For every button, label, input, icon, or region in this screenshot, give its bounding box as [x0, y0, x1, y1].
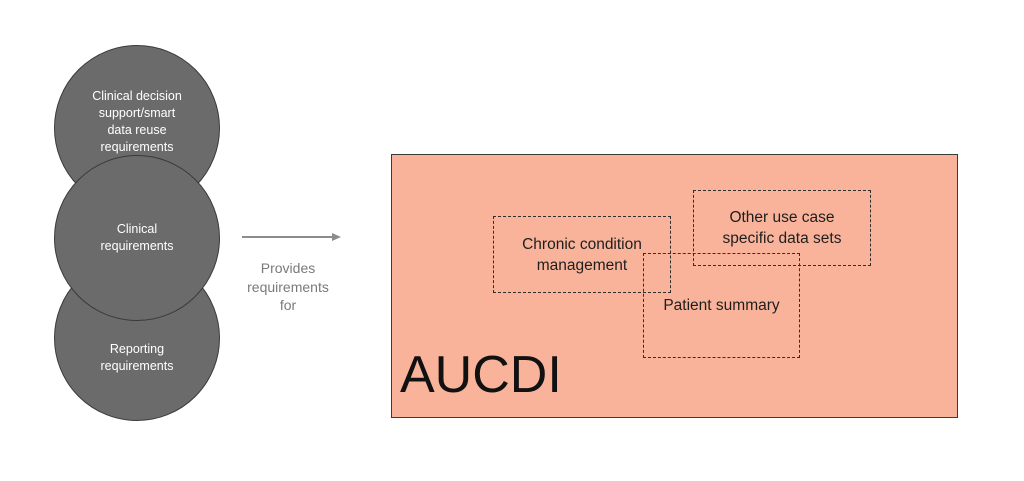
reporting-requirements-label: Reporting requirements — [100, 342, 174, 373]
other-use-case-label: Other use case specific data sets — [722, 209, 842, 247]
patient-summary-box: Patient summary — [643, 253, 800, 358]
aucdi-box: Chronic condition management Other use c… — [391, 154, 958, 418]
chronic-condition-management-label: Chronic condition management — [522, 235, 642, 274]
clinical-decision-support-label: Clinical decision support/smart data reu… — [92, 89, 182, 154]
provides-arrow — [242, 233, 341, 241]
clinical-requirements-circle: Clinical requirements — [54, 155, 220, 321]
clinical-requirements-label: Clinical requirements — [100, 222, 174, 253]
patient-summary-label: Patient summary — [663, 297, 780, 314]
aucdi-title: AUCDI — [400, 346, 562, 404]
other-use-case-box: Other use case specific data sets — [693, 190, 871, 266]
provides-requirements-label: Provides requirements for — [247, 260, 329, 313]
chronic-condition-management-box: Chronic condition management — [493, 216, 671, 293]
